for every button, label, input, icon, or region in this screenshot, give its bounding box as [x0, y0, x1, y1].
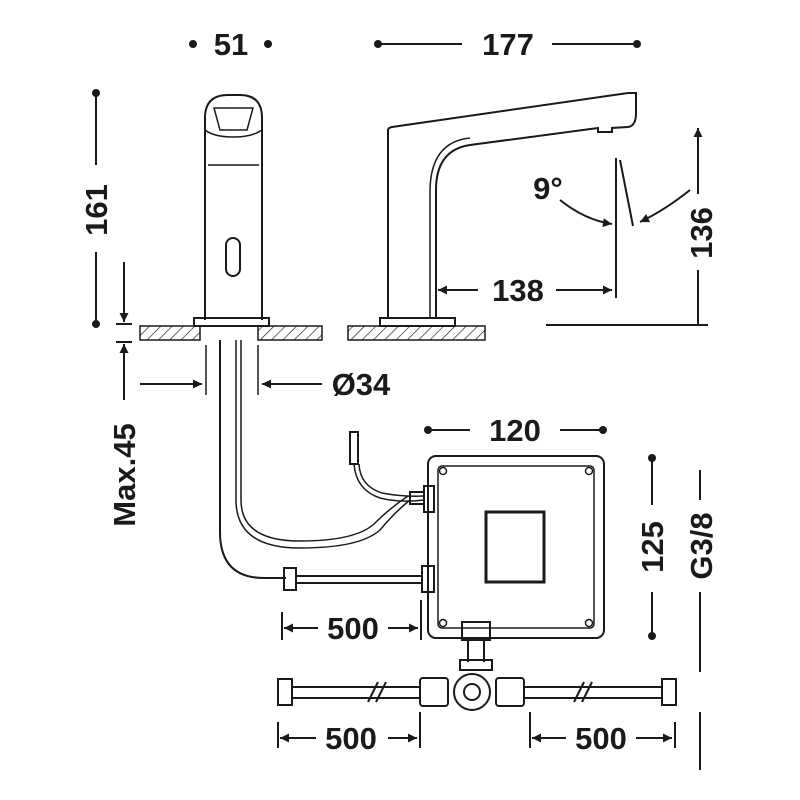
- dim-label-d34: Ø34: [332, 367, 391, 402]
- dim-label-120: 120: [489, 413, 541, 448]
- dim-max-thickness: Max.45: [107, 262, 142, 527]
- dim-label-136: 136: [684, 207, 719, 259]
- screw: [584, 466, 594, 476]
- dim-label-51: 51: [214, 27, 248, 62]
- box-label-plate: [484, 510, 546, 584]
- dim-angle: 9°: [533, 158, 691, 298]
- hose-nut: [283, 567, 297, 591]
- screw: [438, 618, 448, 628]
- dim-hose-right: 500: [529, 712, 676, 756]
- sensor-window: [225, 237, 241, 277]
- control-box: [421, 455, 605, 641]
- dim-hole-diameter: Ø34: [140, 345, 391, 402]
- sensor-cable: [349, 431, 425, 505]
- dim-thread: G3/8: [684, 470, 719, 770]
- sensor-plug: [349, 431, 359, 465]
- dim-label-125: 125: [635, 521, 670, 573]
- dim-reach: 138: [438, 273, 612, 308]
- screw: [438, 466, 448, 476]
- valve-assembly: [277, 640, 677, 711]
- dim-label-g38: G3/8: [684, 512, 719, 579]
- dim-box-height: 125: [635, 454, 670, 640]
- countertop-side: [347, 325, 486, 341]
- dim-dot: [189, 40, 197, 48]
- dim-box-width: 120: [424, 413, 607, 448]
- dim-spout-height: 136: [546, 128, 719, 326]
- screw: [584, 618, 594, 628]
- dim-hose-top: 500: [281, 600, 422, 646]
- dim-label-177: 177: [482, 27, 534, 62]
- dim-label-max45: Max.45: [107, 423, 142, 526]
- dim-label-500-right: 500: [575, 721, 627, 756]
- dim-label-500-left: 500: [325, 721, 377, 756]
- dim-label-500-top: 500: [327, 611, 379, 646]
- dim-label-138: 138: [492, 273, 544, 308]
- dim-spout-width: 51: [189, 27, 272, 62]
- dim-faucet-depth: 177: [374, 27, 641, 62]
- dim-dot: [264, 40, 272, 48]
- dim-label-angle: 9°: [533, 171, 563, 206]
- faucet-front-view: [193, 94, 270, 327]
- supply-hose: [219, 340, 422, 591]
- dim-height: 161: [79, 89, 114, 328]
- countertop-right: [257, 325, 323, 341]
- dim-hose-left: 500: [277, 712, 421, 756]
- countertop-left: [139, 325, 201, 341]
- dim-label-161: 161: [79, 184, 114, 236]
